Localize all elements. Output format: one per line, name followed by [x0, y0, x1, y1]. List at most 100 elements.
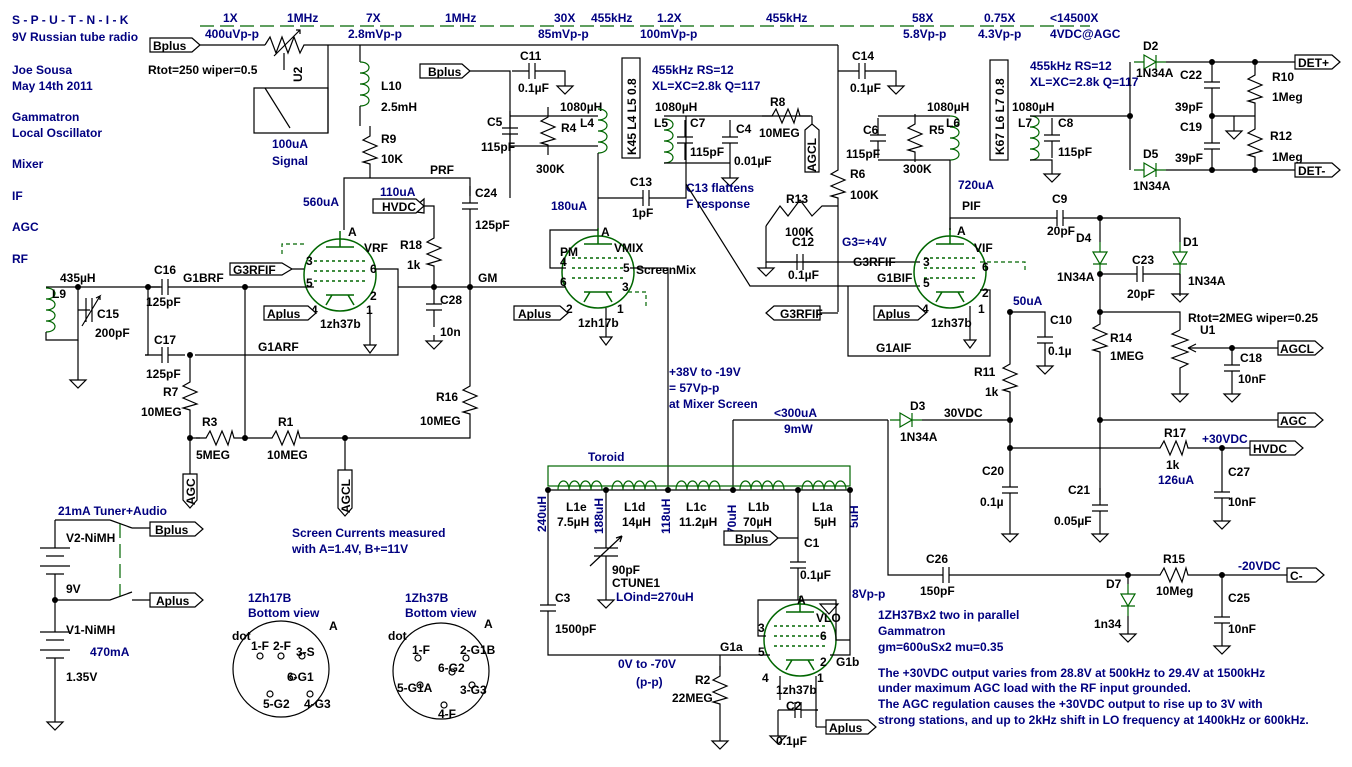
zh37-sub: Bottom view: [405, 606, 477, 620]
l9-inductance: 435µH: [60, 271, 96, 285]
screen-note-3: at Mixer Screen: [669, 397, 758, 411]
ctune-label: CTUNE1: [612, 576, 660, 590]
d3-value: 1N34A: [900, 430, 938, 444]
vrf-pin5: 5: [306, 276, 313, 290]
vrf-pin4: 4: [311, 303, 318, 317]
level-label-6: 4.3Vp-p: [978, 27, 1021, 41]
l1b-label: L1b: [748, 500, 769, 514]
zh37-pin-5: 5-G1A: [397, 681, 433, 695]
ind-1080-c: 1080µH: [927, 100, 969, 114]
l1e-value: 7.5µH: [557, 515, 589, 529]
c25-label: C25: [1228, 591, 1250, 605]
d1-label: D1: [1183, 235, 1199, 249]
ctune-value: 90pF: [612, 563, 640, 577]
screen-note-1: +38V to -19V: [669, 365, 741, 379]
c23-label: C23: [1132, 253, 1154, 267]
c16-value: 125pF: [146, 295, 181, 309]
c4-label: C4: [736, 122, 752, 136]
gain-label-4: 1MHz: [445, 11, 476, 25]
c24-label: C24: [475, 186, 497, 200]
c3-label: C3: [555, 591, 571, 605]
title: S - P - U - T - N - I - K: [12, 13, 129, 27]
section-1: Gammatron: [12, 110, 79, 124]
r15-value: 10Meg: [1156, 584, 1193, 598]
hvdc-current: 110uA: [380, 185, 416, 199]
l10-label: L10: [381, 79, 402, 93]
section-3: Mixer: [12, 157, 44, 171]
subtitle: 9V Russian tube radio: [12, 30, 138, 44]
d7-value: 1n34: [1094, 617, 1122, 631]
d4-label: D4: [1076, 231, 1092, 245]
r3-label: R3: [202, 415, 218, 429]
r2-label: R2: [695, 673, 711, 687]
zh17-pin-2: 2-F: [273, 639, 291, 653]
zh37-anode: A: [484, 617, 493, 631]
c13-note-1: C13 flattens: [686, 181, 754, 195]
level-label-1: 400uVp-p: [205, 27, 259, 41]
l1a-label: L1a: [812, 500, 833, 514]
v1-current: 470mA: [90, 645, 130, 659]
gain-label-6: 455kHz: [591, 11, 632, 25]
vif-pin2: 2: [982, 286, 989, 300]
tap-240: 240uH: [535, 496, 549, 532]
gain-label-9: 58X: [912, 11, 933, 25]
section-5: AGC: [12, 220, 39, 234]
r16-label: R16: [436, 390, 458, 404]
r9-label: R9: [381, 132, 397, 146]
pm-label: PM: [560, 245, 578, 259]
c26-label: C26: [926, 552, 948, 566]
port-g3rfif-1: G3RFIF: [233, 263, 276, 277]
r6-value: 100K: [850, 188, 879, 202]
port-agcl-2: AGCL: [1280, 342, 1314, 356]
r10-label: R10: [1272, 70, 1294, 84]
l45-box-label: K45 L4 L5 0.8: [625, 78, 639, 155]
u2-label: U2: [291, 66, 305, 82]
r5-value: 300K: [903, 162, 932, 176]
range-1: 0V to -70V: [618, 657, 676, 671]
l5-label: L5: [654, 116, 668, 130]
c1-label: C1: [804, 536, 820, 550]
d2-value: 1N34A: [1136, 66, 1174, 80]
c21-value: 0.05µF: [1054, 514, 1092, 528]
c24-value: 125pF: [475, 218, 510, 232]
port-bplus-3: Bplus: [735, 532, 769, 546]
c6-label: C6: [863, 123, 879, 137]
tuner-note: 21mA Tuner+Audio: [58, 504, 167, 518]
d1-value: 1N34A: [1188, 274, 1226, 288]
r18-value: 1k: [407, 258, 421, 272]
if-note-1b: 455kHz RS=12: [1030, 59, 1112, 73]
r11-value: 1k: [985, 385, 999, 399]
r17-value: 1k: [1166, 458, 1180, 472]
vlo-type: 1zh37b: [776, 683, 817, 697]
l7-label: L7: [1018, 116, 1032, 130]
lo-current: <300uA: [774, 406, 817, 420]
vmix-name: VMIX: [614, 241, 643, 255]
agc-current: 50uA: [1013, 294, 1043, 308]
zh17-pin-6: 6-G1: [287, 670, 314, 684]
vrf-name: VRF: [364, 241, 388, 255]
port-agc-1: AGC: [184, 478, 198, 505]
zh17-title: 1Zh17B: [248, 591, 292, 605]
d5-value: 1N34A: [1133, 179, 1171, 193]
vif-anode: A: [957, 224, 966, 238]
vif-current: 720uA: [958, 178, 994, 192]
c28-value: 10n: [440, 325, 461, 339]
d5-label: D5: [1143, 147, 1159, 161]
l1c-label: L1c: [686, 500, 707, 514]
l1c-value: 11.2µH: [679, 515, 717, 529]
vmix-type: 1zh17b: [578, 316, 619, 330]
g1bif-label: G1BIF: [877, 271, 912, 285]
range-2: (p-p): [636, 675, 663, 689]
gain-label-5: 30X: [554, 11, 575, 25]
vif-pin4: 4: [922, 302, 929, 316]
r12-label: R12: [1270, 129, 1292, 143]
l1a-value: 5µH: [814, 515, 836, 529]
c4-value: 0.01µF: [734, 154, 772, 168]
c3-value: 1500pF: [555, 622, 596, 636]
vrf-current: 560uA: [303, 195, 339, 209]
r12-value: 1Meg: [1272, 150, 1303, 164]
u2-param: Rtot=250 wiper=0.5: [148, 63, 258, 77]
c9-label: C9: [1052, 192, 1068, 206]
vlo-pin4: 4: [762, 671, 769, 685]
port-aplus-5: Aplus: [156, 594, 190, 608]
